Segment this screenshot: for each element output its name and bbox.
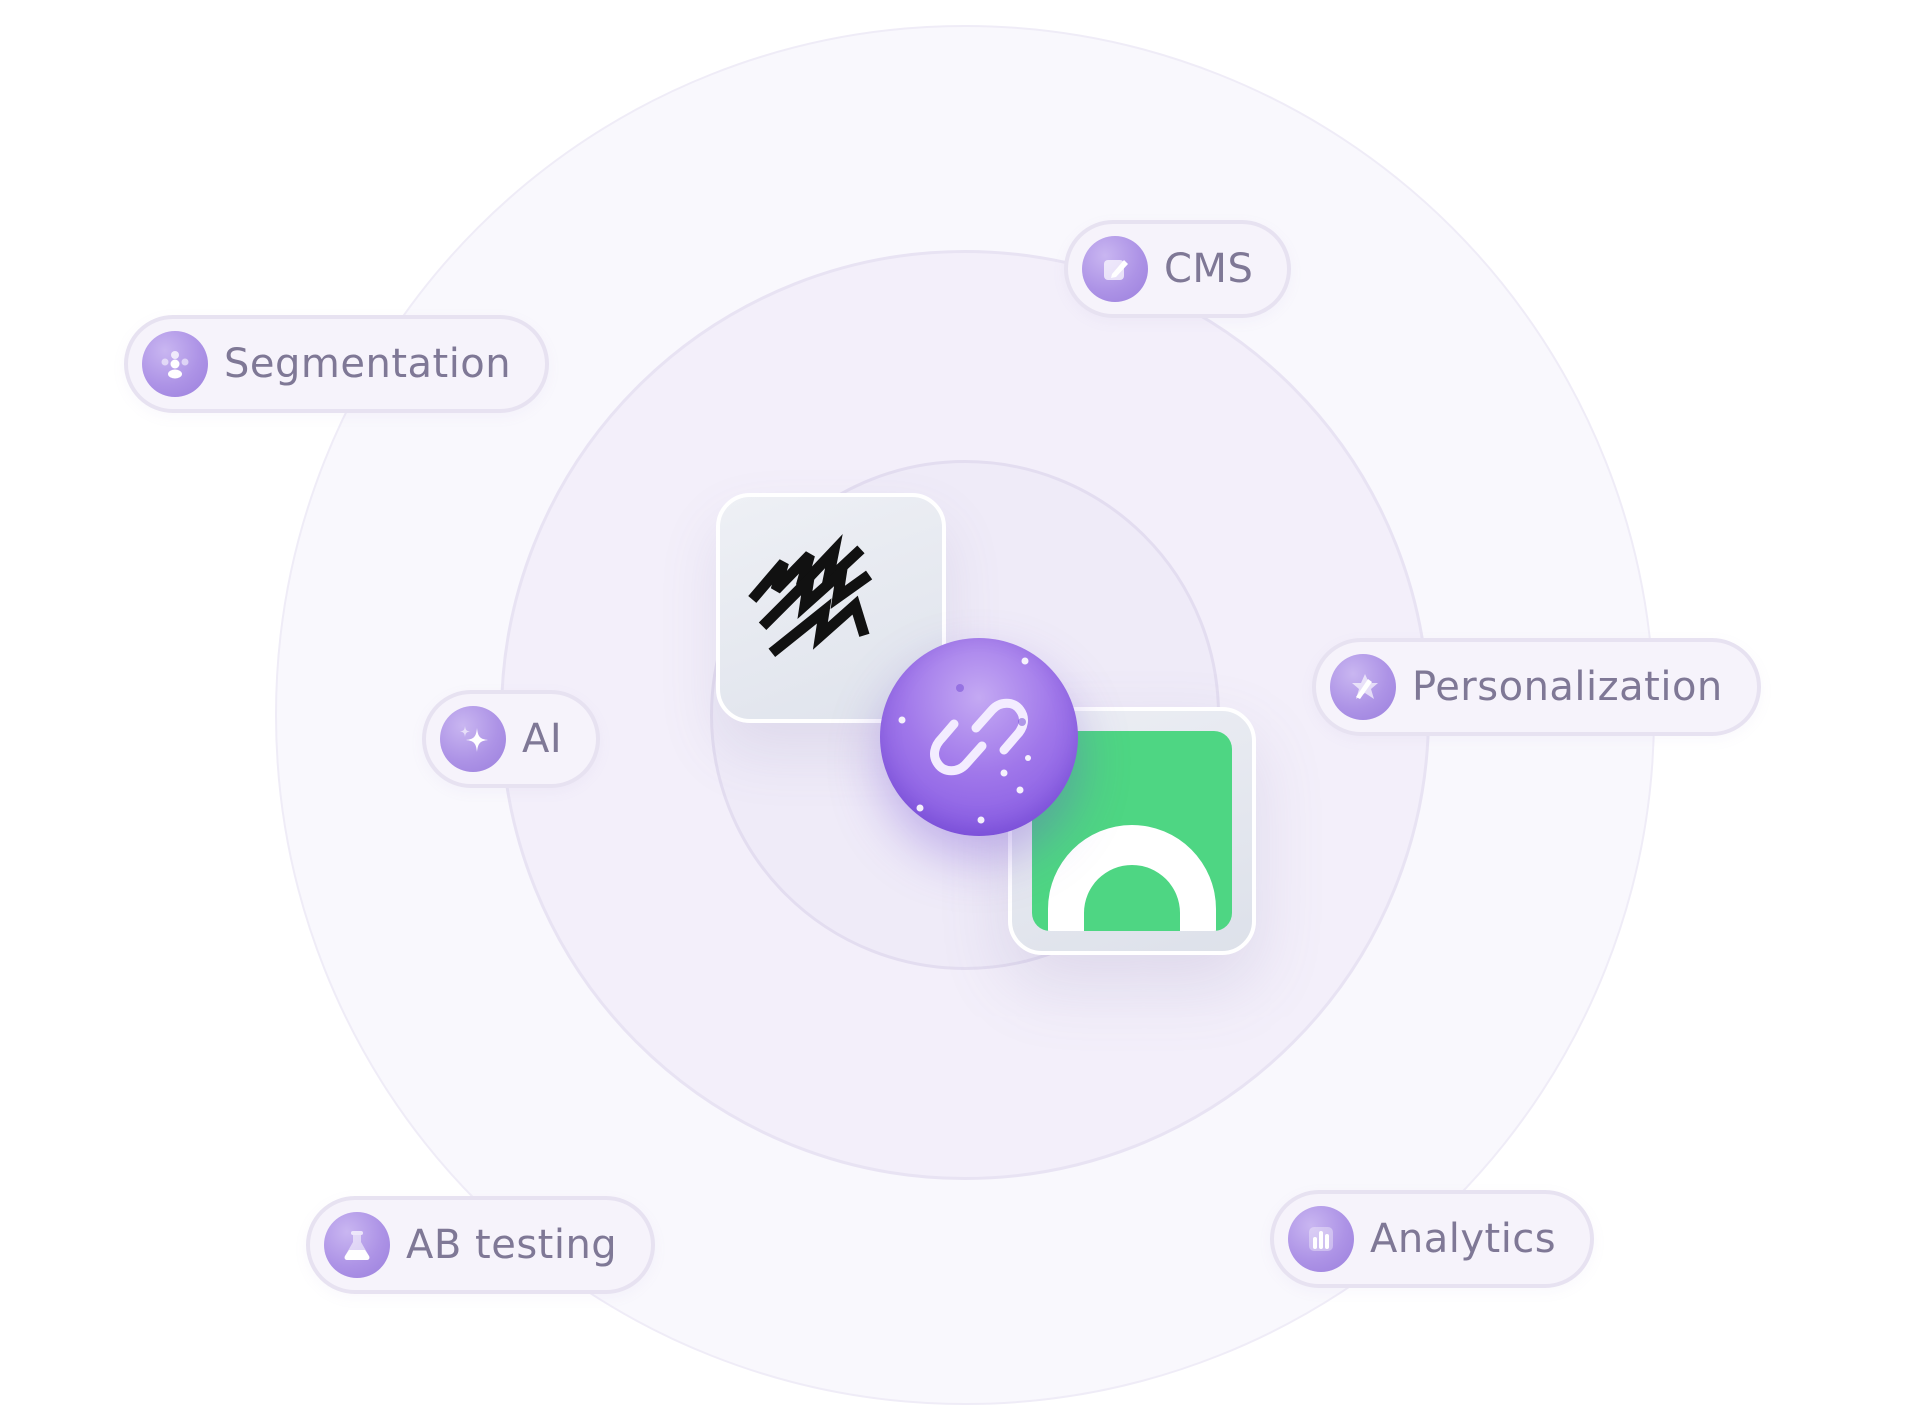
webflow-logo-tile[interactable] xyxy=(716,493,946,723)
feature-pill-cms[interactable]: CMS xyxy=(1064,220,1292,318)
people-group-icon xyxy=(142,331,208,397)
feature-label: AB testing xyxy=(406,1222,618,1268)
webflow-logo-icon xyxy=(748,533,873,657)
feature-label: AI xyxy=(522,716,563,762)
feature-pill-segmentation[interactable]: Segmentation xyxy=(124,315,550,413)
sparkle-icon xyxy=(440,706,506,772)
feature-pill-personalization[interactable]: Personalization xyxy=(1312,638,1761,736)
feature-pill-ai[interactable]: AI xyxy=(422,690,601,788)
link-chain-icon xyxy=(898,657,1031,824)
bar-chart-icon xyxy=(1288,1206,1354,1272)
feature-label: CMS xyxy=(1164,246,1254,292)
feature-label: Analytics xyxy=(1370,1216,1557,1262)
star-shape-icon xyxy=(1330,654,1396,720)
edit-pencil-icon xyxy=(1082,236,1148,302)
flask-icon xyxy=(324,1212,390,1278)
feature-pill-analytics[interactable]: Analytics xyxy=(1270,1190,1595,1288)
feature-label: Personalization xyxy=(1412,664,1723,710)
green-logo-tile[interactable] xyxy=(1008,707,1256,955)
feature-label: Segmentation xyxy=(224,341,512,387)
feature-pill-ab-testing[interactable]: AB testing xyxy=(306,1196,656,1294)
link-connector[interactable] xyxy=(880,638,1078,836)
